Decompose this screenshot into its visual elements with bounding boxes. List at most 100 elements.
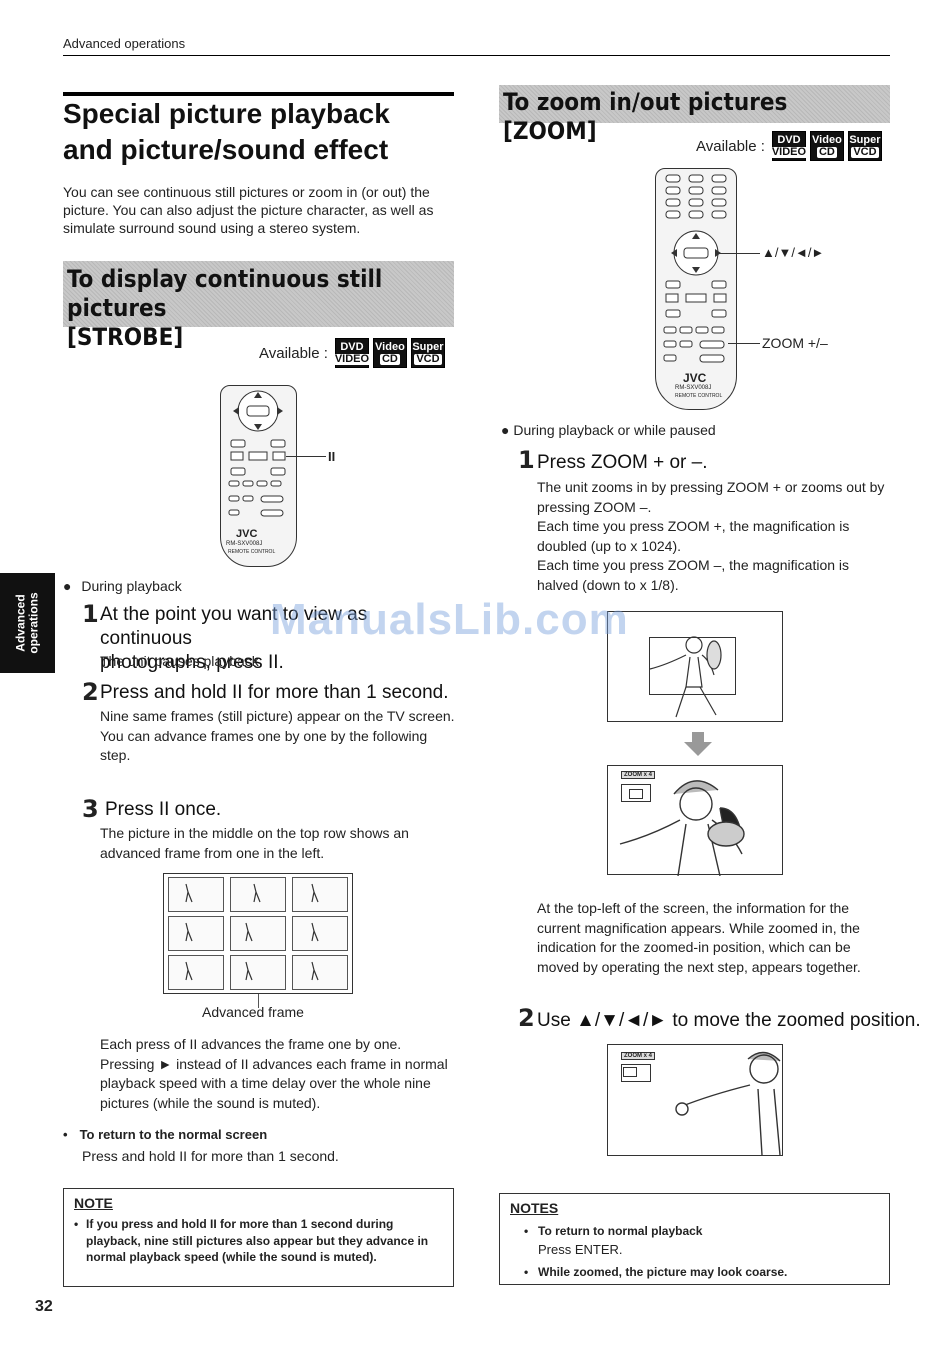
strobe-after-text: Each press of II advances the frame one … [100, 1036, 448, 1111]
zoom-remote-model: RM-SXV008J [675, 385, 712, 391]
pause-callout-line [286, 456, 326, 457]
advanced-frame-pointer [258, 994, 259, 1008]
zoom-step1-heading: Press ZOOM + or –. [537, 452, 708, 473]
strobe-step3-number: 3 [82, 795, 99, 823]
baseball-pitcher-icon [649, 636, 722, 718]
zoom-image-moved: ZOOM x 4 [607, 1044, 783, 1156]
strobe-section-title: To display continuous still pictures [ST… [63, 261, 454, 351]
zoom-note-item-2-title-text: While zoomed, the picture may look coars… [538, 1265, 788, 1279]
strobe-step1-number: 1 [82, 600, 99, 628]
strobe-step1-heading-line1: At the point you want to view as continu… [100, 604, 368, 649]
strobe-step3-heading: Press II once. [105, 799, 222, 820]
strobe-step3-body: The picture in the middle on the top row… [100, 825, 409, 861]
remote-buttons-icon [663, 174, 727, 363]
strobe-note-item: •If you press and hold II for more than … [74, 1217, 429, 1264]
strobe-remote-illustration [220, 385, 297, 567]
strobe-step2-body-line1: Nine same frames (still picture) appear … [100, 708, 455, 724]
frame-cell [230, 877, 286, 912]
frame-cell [292, 877, 348, 912]
frame-cell [168, 877, 224, 912]
strobe-condition: ● During playback [63, 578, 182, 594]
advanced-frame-caption: Advanced frame [202, 1004, 304, 1020]
side-tab-line2: operations [26, 592, 41, 654]
zoom-note-item-1-title-text: To return to normal playback [538, 1224, 703, 1238]
down-arrow-icon [684, 732, 712, 756]
page-number: 32 [35, 1298, 53, 1315]
zoom-condition: ● During playback or while paused [501, 422, 716, 438]
frame-cell [292, 916, 348, 951]
strobe-step2-number: 2 [82, 678, 99, 706]
zoom-after-text: At the top-left of the screen, the infor… [537, 900, 861, 975]
strobe-note-item-text: If you press and hold II for more than 1… [86, 1217, 429, 1264]
watermark: ManualsLib.com [270, 595, 629, 644]
zoom-condition-text: During playback or while paused [513, 422, 716, 438]
header-rule [63, 55, 890, 56]
zoom-remote-caption: REMOTE CONTROL [675, 393, 723, 399]
return-normal-body: Press and hold II for more than 1 second… [82, 1148, 339, 1164]
zoom-position-indicator [621, 1064, 651, 1082]
zoom-step2-number: 2 [518, 1004, 535, 1032]
zoom-badge: ZOOM x 4 [621, 1052, 656, 1060]
frame-cell [168, 955, 224, 990]
zoom-step1-body-line1: The unit zooms in by pressing ZOOM + or … [537, 479, 885, 515]
strobe-remote-model: RM-SXV008J [226, 541, 263, 547]
zoom-section-title: To zoom in/out pictures [ZOOM] [499, 85, 890, 145]
zoom-note-item-1-title: •To return to normal playback [524, 1224, 703, 1238]
zoom-image-original [607, 611, 783, 722]
frame-cell [230, 916, 286, 951]
intro-text: You can see continuous still pictures or… [63, 184, 434, 236]
available-label: Available : [696, 137, 765, 155]
baseball-pitcher-icon [619, 780, 745, 876]
zoom-note-item-1-body: Press ENTER. [538, 1242, 623, 1257]
zoom-badge: ZOOM x 4 [621, 771, 656, 779]
pause-callout-label: II [328, 449, 336, 464]
page-title: Special picture playback and picture/sou… [63, 96, 454, 168]
strobe-step1-heading: At the point you want to view as continu… [100, 603, 460, 675]
zoom-step2-heading: Use ▲/▼/◄/► to move the zoomed position. [537, 1010, 921, 1031]
strobe-note-box: NOTE •If you press and hold II for more … [63, 1188, 454, 1287]
zoom-step1-number: 1 [518, 446, 535, 474]
strobe-step1-heading-line2: photographs, press II. [100, 652, 284, 673]
zoom-remote-illustration [655, 168, 737, 410]
strobe-step1-body: The unit pauses playback. [100, 653, 263, 669]
zoom-step1-body-line2: Each time you press ZOOM +, the magnific… [537, 518, 850, 554]
frame-cell [168, 916, 224, 951]
strobe-step2-heading: Press and hold II for more than 1 second… [100, 682, 449, 703]
strobe-note-title: NOTE [74, 1195, 113, 1211]
golfer-figures-icon [185, 883, 319, 981]
zoom-image-zoomed: ZOOM x 4 [607, 765, 783, 876]
zoom-position-indicator [621, 784, 651, 802]
zoom-note-item-2-title: •While zoomed, the picture may look coar… [524, 1265, 788, 1279]
side-tab-line1: Advanced [13, 594, 28, 652]
baseball-pitcher-icon [675, 1051, 781, 1156]
strobe-title-line2: [STROBE] [67, 323, 184, 351]
title-rule [63, 92, 454, 96]
zoom-step1-body: The unit zooms in by pressing ZOOM + or … [537, 478, 892, 595]
remote-buttons-icon [228, 390, 286, 517]
zoom-callout-label: ZOOM +/– [762, 335, 828, 351]
strobe-remote-caption: REMOTE CONTROL [228, 549, 276, 555]
strobe-step2-body-line2: You can advance frames one by one by the… [100, 727, 428, 764]
page-title-line2: and picture/sound effect [63, 134, 389, 165]
zoom-step1-body-line3: Each time you press ZOOM –, the magnific… [537, 557, 850, 593]
frame-cell [230, 955, 286, 990]
zoom-notes-box: NOTES •To return to normal playback Pres… [499, 1193, 890, 1285]
strobe-condition-text: During playback [81, 578, 182, 594]
zoom-callout-line [728, 343, 760, 344]
frame-cell [292, 955, 348, 990]
available-label: Available : [259, 344, 328, 362]
arrows-callout-label: ▲/▼/◄/► [762, 245, 825, 260]
page-title-line1: Special picture playback [63, 98, 390, 129]
return-normal-title-text: To return to the normal screen [79, 1127, 268, 1142]
zoom-remote-brand: JVC [683, 371, 707, 385]
running-header: Advanced operations [63, 36, 186, 51]
